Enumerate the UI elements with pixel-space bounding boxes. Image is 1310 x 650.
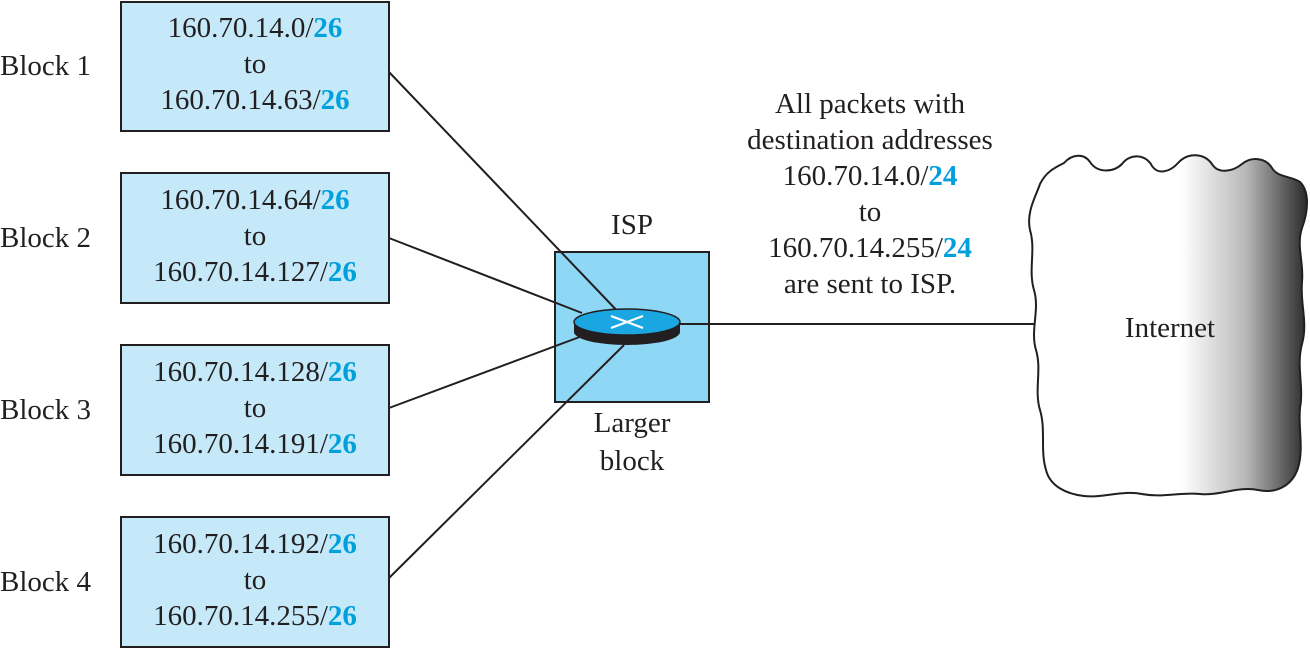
link-block-3 <box>388 334 586 409</box>
block-1-range: 160.70.14.0/26 to 160.70.14.63/26 <box>121 10 389 118</box>
annotation-start: 160.70.14.0/24 <box>782 160 958 192</box>
block-2-start: 160.70.14.64/26 <box>160 184 350 216</box>
block-4-start: 160.70.14.192/26 <box>153 528 357 560</box>
annotation: All packets with destination addresses 1… <box>700 86 1040 302</box>
block-4-range: 160.70.14.192/26 to 160.70.14.255/26 <box>121 526 389 634</box>
annotation-end: 160.70.14.255/24 <box>768 232 972 264</box>
block-3-to: to <box>243 392 267 424</box>
block-1-box <box>120 1 390 132</box>
internet-cloud <box>1028 154 1308 498</box>
internet-label: Internet <box>1124 312 1216 344</box>
router-icon <box>573 308 681 345</box>
link-block-2 <box>388 237 583 314</box>
annotation-line1: All packets with <box>774 88 966 120</box>
block-3-start: 160.70.14.128/26 <box>153 356 357 388</box>
isp-caption-line2: block <box>599 445 665 477</box>
block-2-range: 160.70.14.64/26 to 160.70.14.127/26 <box>121 182 389 290</box>
block-2-label: Block 2 <box>0 222 92 254</box>
block-3-range: 160.70.14.128/26 to 160.70.14.191/26 <box>121 354 389 462</box>
block-4-label: Block 4 <box>0 566 92 598</box>
block-4-end: 160.70.14.255/26 <box>153 600 357 632</box>
link-block-1 <box>388 71 625 319</box>
annotation-line2: destination addresses <box>747 124 993 156</box>
block-1-to: to <box>243 48 267 80</box>
isp-title: ISP <box>611 209 653 241</box>
block-1-label: Block 1 <box>0 50 92 82</box>
block-4-box <box>120 516 390 648</box>
block-2-box <box>120 172 390 304</box>
block-1-end: 160.70.14.63/26 <box>160 84 350 116</box>
isp-caption-line1: Larger <box>593 407 671 439</box>
block-1-start: 160.70.14.0/26 <box>167 12 343 44</box>
link-block-4 <box>388 344 625 579</box>
block-3-box <box>120 344 390 476</box>
block-3-end: 160.70.14.191/26 <box>153 428 357 460</box>
block-2-end: 160.70.14.127/26 <box>153 256 357 288</box>
block-2-to: to <box>243 220 267 252</box>
annotation-to: to <box>858 196 882 228</box>
block-4-to: to <box>243 564 267 596</box>
annotation-line-last: are sent to ISP. <box>783 268 957 300</box>
block-3-label: Block 3 <box>0 394 92 426</box>
